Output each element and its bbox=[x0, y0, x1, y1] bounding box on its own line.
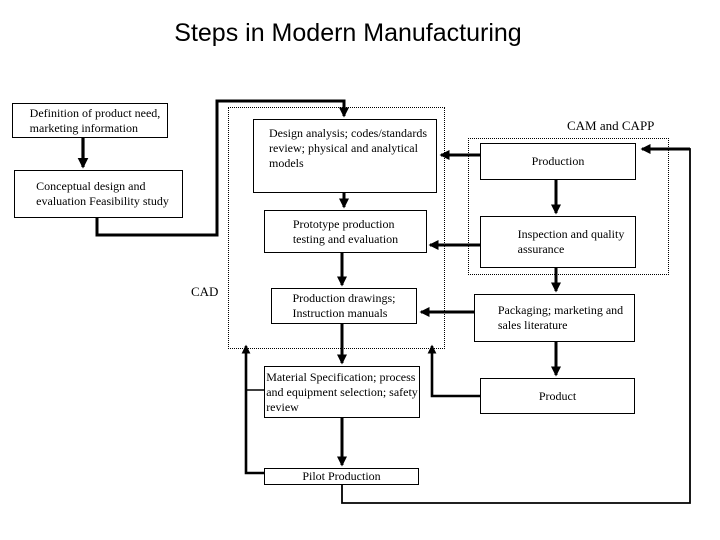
cad-region-label: CAD bbox=[191, 284, 219, 299]
page-title: Steps in Modern Manufacturing bbox=[174, 19, 522, 47]
box-label: Production bbox=[531, 154, 585, 168]
cad-region-outline bbox=[228, 107, 445, 349]
box-production-drawings: Production drawings; Instruction manuals bbox=[271, 288, 417, 324]
box-prototype-production: Prototype production testing and evaluat… bbox=[264, 210, 427, 253]
box-label: Pilot Production bbox=[302, 469, 381, 483]
cam-region-label: CAM and CAPP bbox=[567, 118, 655, 133]
arrow-product-feedback-to-cad bbox=[427, 344, 480, 398]
box-packaging-marketing: Packaging; marketing and sales literatur… bbox=[474, 294, 635, 342]
cam-region-outline bbox=[468, 138, 669, 275]
arrow-pilot-feedback-to-cad bbox=[241, 344, 264, 475]
box-label: Inspection and quality assurance bbox=[517, 227, 625, 256]
box-pilot-production: Pilot Production bbox=[264, 468, 419, 485]
box-production: Production bbox=[480, 143, 636, 180]
box-design-analysis: Design analysis; codes/standards review;… bbox=[253, 119, 437, 193]
box-label: Design analysis; codes/standards review;… bbox=[269, 126, 427, 170]
box-label: Material Specification; process and equi… bbox=[266, 369, 418, 414]
box-label: Prototype production testing and evaluat… bbox=[292, 216, 399, 246]
box-label: Conceptual design and evaluation Feasibi… bbox=[36, 179, 169, 208]
arrow-conceptual-to-design-analysis bbox=[95, 99, 350, 237]
box-label: Production drawings; Instruction manuals bbox=[292, 291, 396, 320]
box-inspection-quality-assurance: Inspection and quality assurance bbox=[480, 216, 636, 268]
box-label: Packaging; marketing and sales literatur… bbox=[497, 303, 624, 332]
box-product: Product bbox=[480, 378, 635, 414]
box-definition-of-product-need: Definition of product need, marketing in… bbox=[12, 103, 168, 138]
box-material-specification: Material Specification; process and equi… bbox=[264, 366, 420, 418]
box-label: Definition of product need, marketing in… bbox=[29, 105, 161, 135]
box-conceptual-design: Conceptual design and evaluation Feasibi… bbox=[14, 170, 183, 218]
box-label: Product bbox=[538, 388, 577, 403]
